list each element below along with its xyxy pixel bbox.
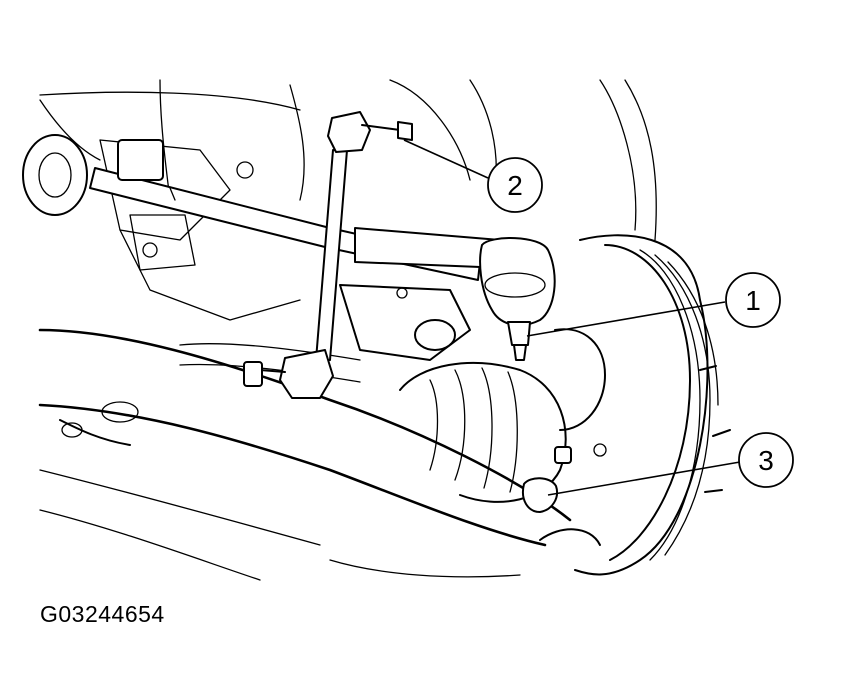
callout-3: 3 (738, 432, 794, 488)
stabilizer-link (243, 111, 413, 399)
callout-3-label: 3 (758, 445, 774, 476)
steering-knuckle (339, 284, 607, 546)
callout-1: 1 (725, 272, 781, 328)
callout-1-label: 1 (745, 285, 761, 316)
figure-id-label: G03244654 (40, 601, 165, 627)
engine-mount (22, 134, 254, 271)
leader-lines (403, 139, 741, 496)
brake-disc (574, 234, 731, 576)
callout-2-label: 2 (507, 170, 523, 201)
lower-control-arm (38, 328, 572, 547)
background-chassis (39, 79, 657, 581)
callout-2: 2 (487, 157, 543, 213)
cv-boot (179, 343, 567, 503)
tie-rod-end (354, 227, 556, 361)
